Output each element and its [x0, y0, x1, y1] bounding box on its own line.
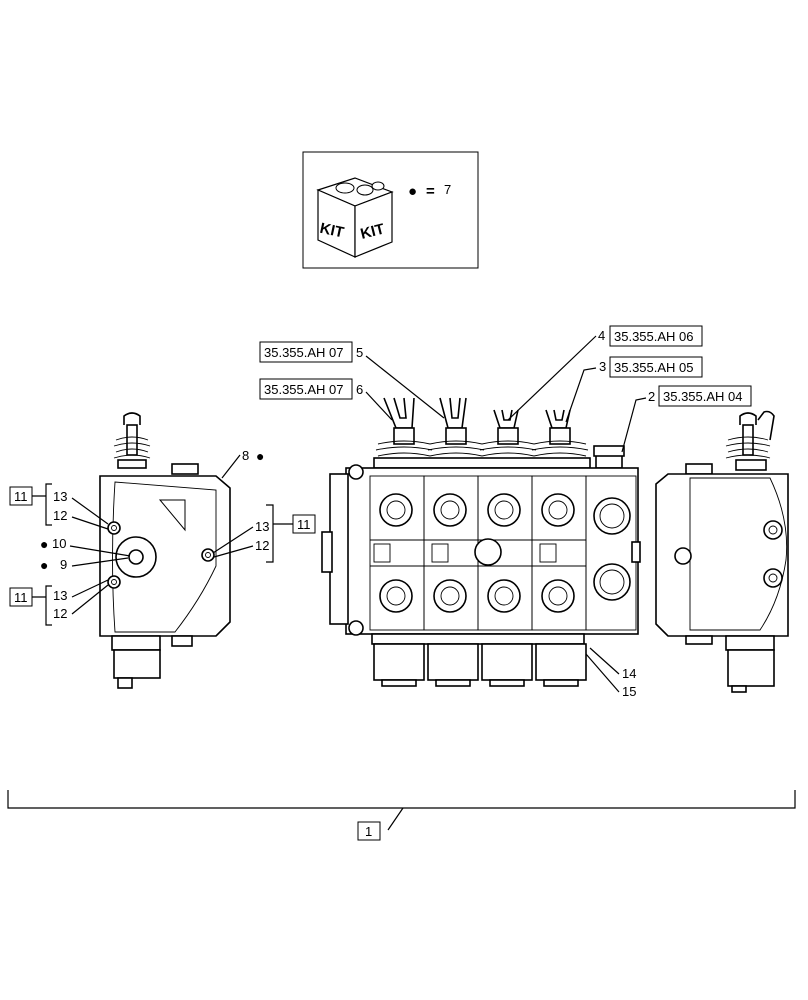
callout-10-dot: ●: [40, 536, 48, 552]
ref-5-box: [259, 341, 353, 363]
callout-11-right-box: [292, 514, 316, 534]
front-callouts: 35.355.AH 07 5 35.355.AH 07 6 4 35.355.A…: [259, 325, 752, 699]
left-side-view: [99, 412, 231, 689]
callout-8: 8: [242, 448, 249, 463]
callout-4: 4: [598, 328, 605, 343]
callout-12-right: 12: [255, 538, 269, 553]
callout-15: 15: [622, 684, 636, 699]
kit-icon-text-left: KIT: [318, 220, 345, 242]
ref-2-box: [658, 385, 752, 407]
kit-legend-dot: ●: [408, 183, 417, 200]
callout-13-right: 13: [255, 519, 269, 534]
front-view: [321, 397, 641, 687]
ref-4: 35.355.AH 06: [614, 329, 694, 344]
callout-11-lower: 11: [14, 590, 28, 605]
callout-12-lower: 12: [53, 606, 67, 621]
callout-10: 10: [52, 536, 66, 551]
ref-4-box: [609, 325, 703, 347]
callout-5: 5: [356, 345, 363, 360]
lever-tops: [383, 397, 571, 445]
kit-icon-text-right: KIT: [359, 221, 387, 243]
callout-1: 1: [365, 824, 372, 839]
ref-6-box: [259, 378, 353, 400]
callout-13-upper: 13: [53, 489, 67, 504]
callout-13-lower: 13: [53, 588, 67, 603]
ref-3-box: [609, 356, 703, 378]
ref-5: 35.355.AH 07: [264, 345, 344, 360]
callout-8-dot: ●: [256, 448, 264, 464]
callout-3: 3: [599, 359, 606, 374]
callout-2: 2: [648, 389, 655, 404]
assembly-bracket: 1: [7, 790, 796, 841]
right-side-view: [655, 410, 789, 693]
callout-11-right: 11: [297, 517, 311, 532]
kit-legend-equals: =: [426, 183, 435, 200]
kit-legend: KIT KIT ● = 7: [302, 151, 479, 269]
callout-11-upper: 11: [14, 489, 28, 504]
ref-3: 35.355.AH 05: [614, 360, 694, 375]
callout-1-box: [357, 821, 381, 841]
callout-14: 14: [622, 666, 636, 681]
ref-6: 35.355.AH 07: [264, 382, 344, 397]
callout-9-dot: ●: [40, 557, 48, 573]
kit-legend-number: 7: [444, 182, 451, 197]
ref-2: 35.355.AH 04: [663, 389, 743, 404]
kit-box-icon: KIT KIT: [316, 177, 394, 258]
callout-6: 6: [356, 382, 363, 397]
left-callouts: 8 ● 11 13 12 ● 10 ● 9 11 13 12 13 12 11: [9, 448, 316, 626]
callout-9: 9: [60, 557, 67, 572]
callout-12-upper: 12: [53, 508, 67, 523]
